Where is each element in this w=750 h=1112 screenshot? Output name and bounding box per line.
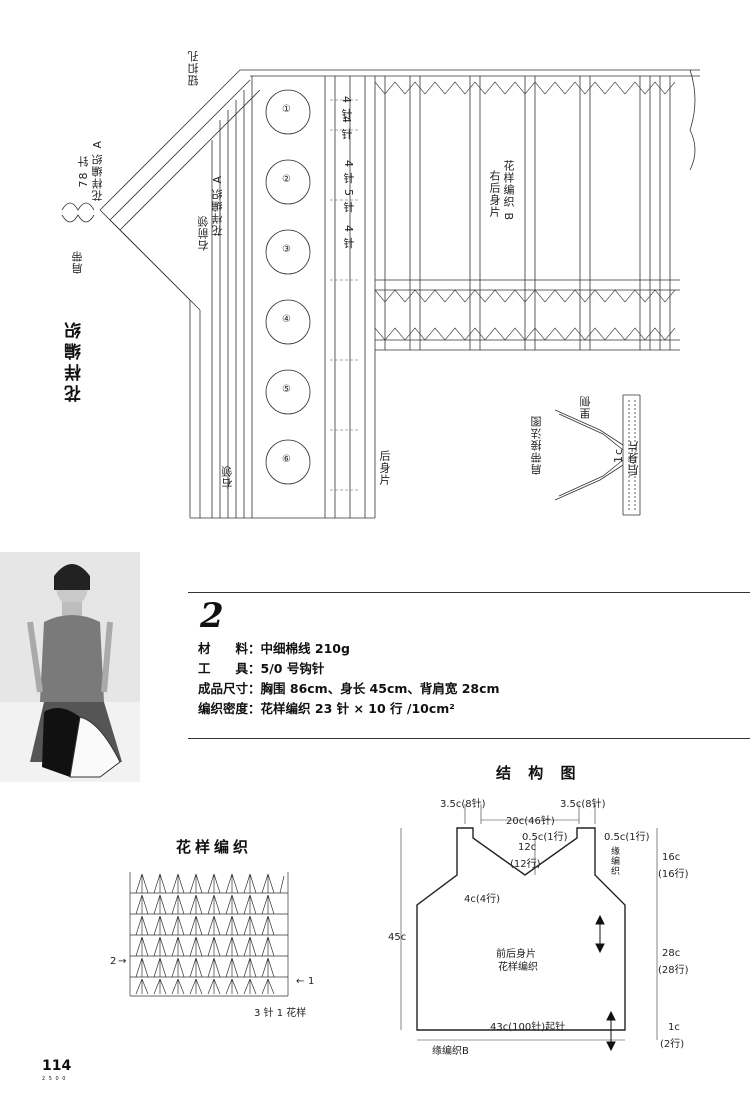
label-pattern-a: 花样编织 A	[211, 175, 224, 237]
label-pattern-a-78: 花样编织 A	[91, 140, 104, 202]
body-label-2: 花样编织	[498, 962, 538, 973]
motif-number: ⑥	[282, 454, 291, 465]
motif-number: ④	[282, 314, 291, 325]
label-pattern-b: 花样编织 B	[502, 160, 515, 222]
label-back-body: 后身片	[378, 450, 391, 486]
label-shoulder-strap: 肩带	[71, 250, 84, 274]
pattern-row-2: 2	[110, 956, 117, 967]
label-row-4c: 4 针	[342, 225, 355, 250]
dim-body-height: 45c	[388, 932, 407, 943]
dim-lower-height: 28c	[662, 948, 681, 959]
dim-neck-depth: 12c	[518, 842, 537, 853]
dim-neck-width: 20c(46针)	[506, 816, 555, 827]
pattern-chart	[129, 872, 289, 997]
label-row-4b: 4 针	[340, 116, 353, 141]
dim-hem-height: 1c	[668, 1022, 680, 1033]
size-row: 成品尺寸：胸围 86cm、身长 45cm、背肩宽 28cm	[198, 680, 500, 698]
pattern-repeat: 3 针 1 花样	[254, 1008, 307, 1019]
model-photo	[0, 552, 140, 782]
motif-number: ②	[282, 174, 291, 185]
body-label-1: 前后身片	[496, 949, 536, 960]
dim-armhole-height: 16c	[662, 852, 681, 863]
dim-strap-right: 3.5c(8针)	[560, 799, 606, 810]
pattern-row-1: 1	[308, 976, 315, 987]
strap-diagram-inner-side: 里侧	[579, 395, 592, 419]
strap-joining-diagram	[554, 394, 641, 516]
dim-hem-rows: (2行)	[660, 1039, 685, 1050]
dim-lower-rows: (28行)	[658, 965, 689, 976]
arrow-left-icon: ←	[296, 976, 305, 987]
tool-label: 工 具：	[198, 661, 261, 676]
dim-edge-b: 缘编织B	[432, 1046, 469, 1057]
pattern-chart-title: 花样编织	[176, 838, 253, 856]
dim-armhole-inner: 4c(4行)	[464, 894, 501, 905]
label-right-back-body: 右后身片	[488, 170, 501, 218]
size-label: 成品尺寸：	[198, 681, 261, 696]
motif-number: ③	[282, 244, 291, 255]
material-label: 材 料：	[198, 641, 261, 656]
tool-row: 工 具：5/0 号钩针	[198, 660, 324, 678]
dim-armhole-rows: (16行)	[658, 869, 689, 880]
dim-edge-label: 缘编织	[609, 846, 619, 876]
label-row-4: 4 针	[340, 96, 353, 121]
tool-value: 5/0 号钩针	[260, 661, 325, 676]
gauge-value: 花样编织 23 针 × 10 行 /10cm²	[260, 701, 455, 716]
gauge-label: 编织密度：	[198, 701, 261, 716]
dim-strap-top-left: 0.5c(1行)	[522, 832, 568, 843]
dim-neck-depth-rows: (12行)	[510, 859, 541, 870]
dim-strap-left: 3.5c(8针)	[440, 799, 486, 810]
motif-number: ⑤	[282, 384, 291, 395]
label-stitch-78: 78 针	[77, 155, 90, 188]
structure-diagram	[400, 804, 658, 1052]
label-row-5: 4 针 5 针	[342, 160, 355, 214]
dim-strap-top-right: 0.5c(1行)	[604, 832, 650, 843]
crochet-chart-top	[61, 69, 700, 519]
strap-diagram-title: 肩带接法图	[530, 415, 543, 475]
info-box	[188, 592, 750, 739]
size-value: 胸围 86cm、身长 45cm、背肩宽 28cm	[260, 681, 500, 696]
page-number: 114	[42, 1058, 72, 1074]
strap-diagram-back-body: 后身片	[627, 440, 640, 476]
structure-title: 结 构 图	[496, 764, 582, 782]
label-button-hole: 钮扣孔	[187, 50, 200, 86]
label-right-collar-bottom: 右领	[221, 465, 234, 489]
strap-diagram-width: 1c	[612, 448, 625, 464]
material-row: 材 料：中细棉线 210g	[198, 640, 350, 658]
dim-bottom: 43c(100针)起针	[490, 1022, 566, 1033]
motif-number: ①	[282, 104, 291, 115]
gauge-row: 编织密度：花样编织 23 针 × 10 行 /10cm²	[198, 700, 455, 718]
arrow-right-icon: →	[118, 956, 127, 967]
material-value: 中细棉线 210g	[260, 641, 350, 656]
pattern-number: 2	[200, 596, 224, 636]
page-sub: 2 5 0 0	[42, 1076, 67, 1082]
